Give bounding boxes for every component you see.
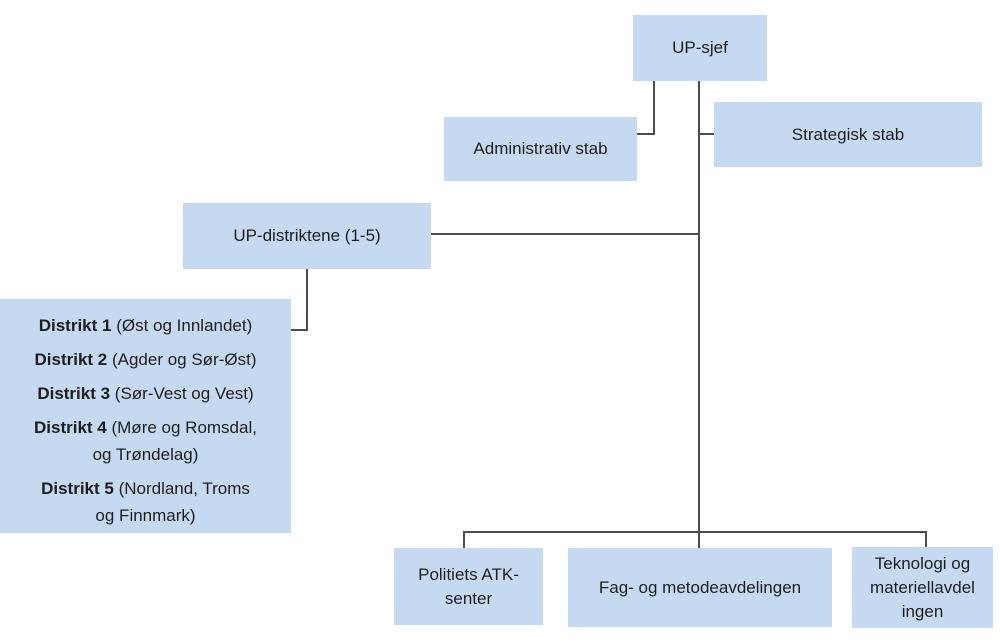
connector-bottom-row-horizontal	[463, 531, 927, 533]
district-entry-5: Distrikt 5 (Nordland, Troms og Finnmark)	[0, 475, 291, 529]
node-up-sjef-label: UP-sjef	[672, 38, 728, 57]
district-5-region-line1: (Nordland, Troms	[113, 479, 250, 498]
connector-to-distrikt-liste	[291, 329, 308, 331]
connector-trunk-vertical	[698, 81, 700, 548]
connector-distriktene-to-trunk	[431, 233, 699, 235]
connector-teknologi-tick	[925, 531, 927, 547]
node-strategisk-stab-label: Strategisk stab	[791, 124, 905, 144]
teknologi-line-2: materiellavdel	[870, 577, 975, 597]
node-teknologi-label: Teknologi og materiellavdel ingen	[870, 552, 975, 624]
district-4-name: Distrikt 4	[34, 418, 107, 437]
connector-trunk-to-strategisk	[698, 133, 714, 135]
district-4-region-line1: (Møre og Romsdal,	[106, 418, 257, 437]
district-3-name: Distrikt 3	[37, 384, 111, 403]
node-distrikt-liste: Distrikt 1 (Øst og Innlandet) Distrikt 2…	[0, 299, 291, 533]
district-entry-3: Distrikt 3 (Sør-Vest og Vest)	[0, 380, 291, 407]
connector-distriktene-down	[306, 269, 308, 331]
district-1-name: Distrikt 1	[38, 316, 112, 335]
district-4-region-line2: og Trøndelag)	[92, 445, 199, 464]
node-fag-og-metodeavdelingen-label: Fag- og metodeavdelingen	[598, 577, 802, 597]
node-politiets-atk-senter: Politiets ATK- senter	[394, 548, 543, 625]
teknologi-line-1: Teknologi og	[874, 553, 971, 573]
node-teknologi-og-materiellavdelingen: Teknologi og materiellavdel ingen	[852, 547, 993, 628]
district-5-region-line2: og Finnmark)	[95, 506, 196, 525]
node-administrativ-stab: Administrativ stab	[444, 117, 637, 181]
district-2-name: Distrikt 2	[34, 350, 108, 369]
node-fag-og-metodeavdelingen: Fag- og metodeavdelingen	[568, 548, 832, 627]
node-up-sjef: UP-sjef	[633, 15, 767, 81]
district-entry-2: Distrikt 2 (Agder og Sør-Øst)	[0, 346, 291, 373]
district-1-region: (Øst og Innlandet)	[111, 316, 253, 335]
teknologi-line-3: ingen	[901, 601, 944, 621]
node-administrativ-stab-label: Administrativ stab	[473, 139, 608, 158]
node-politiets-atk-senter-label: Politiets ATK- senter	[418, 563, 519, 611]
node-up-distriktene: UP-distriktene (1-5)	[183, 203, 431, 269]
atk-line-1: Politiets ATK-	[418, 564, 519, 584]
node-up-distriktene-label: UP-distriktene (1-5)	[233, 226, 381, 245]
district-entry-1: Distrikt 1 (Øst og Innlandet)	[0, 312, 291, 339]
atk-line-2: senter	[444, 588, 493, 608]
connector-upsjef-to-adminstab-vertical	[653, 81, 655, 135]
node-strategisk-stab: Strategisk stab	[714, 102, 982, 167]
connector-upsjef-to-adminstab-horizontal	[637, 133, 655, 135]
connector-atk-tick	[463, 531, 465, 548]
district-5-name: Distrikt 5	[41, 479, 114, 498]
district-3-region: (Sør-Vest og Vest)	[110, 384, 254, 403]
district-entry-4: Distrikt 4 (Møre og Romsdal, og Trøndelag…	[0, 414, 291, 468]
district-2-region: (Agder og Sør-Øst)	[107, 350, 257, 369]
